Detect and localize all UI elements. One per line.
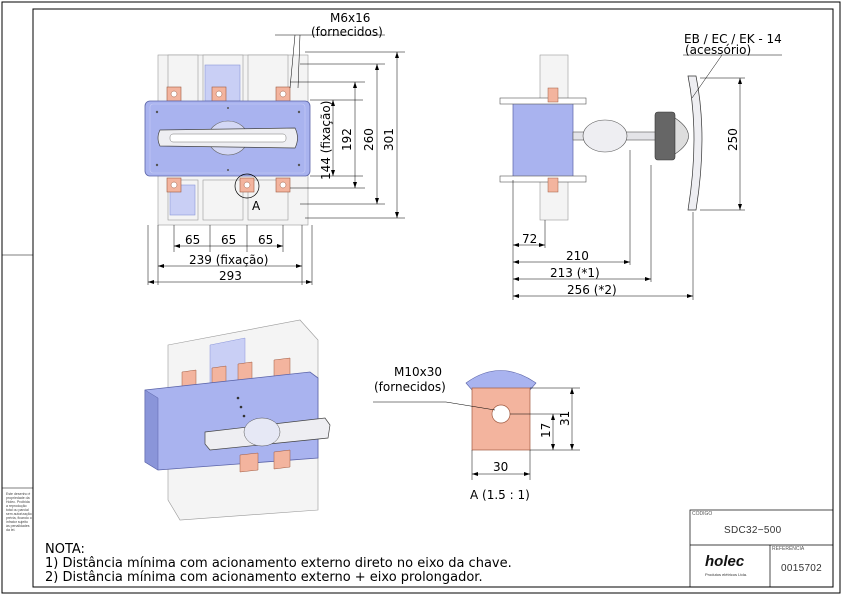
detail-a-marker (234, 173, 260, 199)
dim-210: 210 (566, 249, 589, 263)
brand-subtitle: Produtos elétricos Ltda. (705, 572, 748, 577)
dim-accessory: EB / EC / EK - 14 (684, 32, 782, 46)
dim-192: 192 (340, 128, 354, 151)
front-view: A (144, 11, 405, 285)
detail-a-label: A (252, 199, 261, 213)
dim-213: 213 (*1) (550, 266, 600, 280)
notes: NOTA: 1) Distância mínima com acionament… (45, 543, 512, 585)
detail-caption: A (1.5 : 1) (470, 488, 530, 502)
code-value: SDC32−500 (724, 525, 782, 536)
dim-256: 256 (*2) (567, 283, 617, 297)
detail-a-view: M10x30 (fornecidos) 31 17 30 A (1.5 : 1) (373, 365, 580, 502)
dim-detail-bolt-note: (fornecidos) (374, 380, 446, 394)
brand-logo: holec (705, 553, 745, 570)
dim-144: 144 (fixação) (319, 101, 333, 180)
dim-top-bolt-note: (fornecidos) (311, 25, 383, 39)
dim-239: 239 (fixação) (189, 253, 268, 267)
dim-65-a: 65 (185, 233, 200, 247)
dim-30: 30 (493, 460, 508, 474)
dim-top-bolt: M6x16 (330, 11, 370, 25)
dim-accessory-note: (acessório) (685, 43, 751, 57)
title-block (689, 509, 834, 588)
dim-65-c: 65 (258, 233, 273, 247)
ref-value: 0015702 (781, 563, 823, 574)
isometric-view (144, 319, 331, 521)
side-view: EB / EC / EK - 14 (acessório) 250 72 210… (499, 32, 782, 300)
dim-250: 250 (726, 128, 740, 151)
dim-65-b: 65 (221, 233, 236, 247)
ref-label: REFERÊNCIA (772, 546, 805, 552)
dim-31: 31 (558, 411, 572, 426)
dim-260: 260 (362, 128, 376, 151)
ownership-notice: Este desenho é propriedade da Holec. Pro… (6, 492, 32, 532)
front-handle (157, 120, 298, 156)
dim-detail-bolt: M10x30 (394, 365, 442, 379)
code-label: CÓDIGO (692, 511, 713, 517)
note-title: NOTA: (45, 542, 85, 557)
dim-293: 293 (219, 269, 242, 283)
note-line-1: 1) Distância mínima com acionamento exte… (45, 556, 512, 571)
dim-17: 17 (539, 423, 553, 438)
dim-301: 301 (382, 128, 396, 151)
note-line-2: 2) Distância mínima com acionamento exte… (45, 570, 483, 585)
dim-72: 72 (522, 232, 537, 246)
